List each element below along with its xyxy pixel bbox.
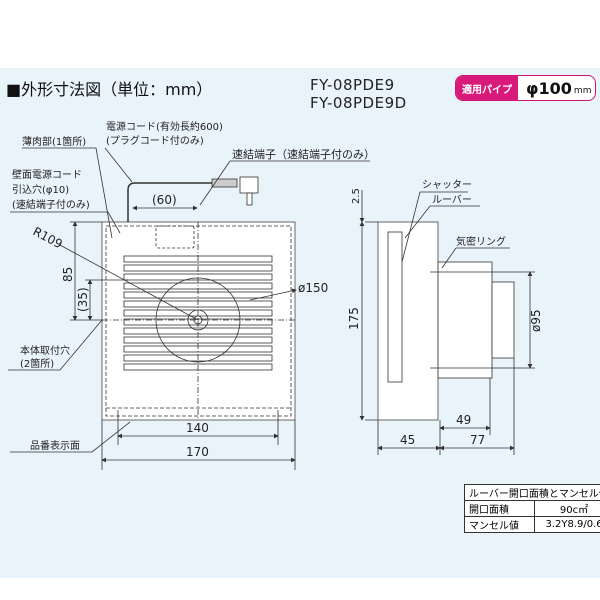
dim-49: 49	[456, 413, 471, 427]
dim-35: (35)	[76, 287, 90, 312]
label-seal-ring: 気密リング	[456, 235, 506, 248]
label-louver: ルーバー	[432, 194, 472, 206]
pipe-label: 適用パイプ	[456, 76, 518, 100]
table-cell: 開口面積	[463, 500, 536, 517]
front-view	[8, 147, 370, 470]
dim-150: ø150	[298, 281, 328, 295]
label-power-cord: 電源コード(有効長約600)	[106, 120, 223, 133]
dim-170: 170	[186, 445, 209, 459]
dim-45: 45	[400, 433, 415, 447]
page-title: ■外形寸法図（単位：mm）	[6, 80, 213, 99]
label-mount-hole: 本体取付穴	[20, 344, 70, 357]
table-header: ルーバー開口面積とマンセル値	[464, 484, 600, 501]
pipe-value: φ100	[526, 78, 572, 98]
label-wall-hole-3: (速結端子付のみ)	[12, 198, 90, 211]
dim-60: (60)	[152, 193, 177, 207]
dim-2-5: 2.5	[351, 188, 362, 204]
label-plug-only: (プラグコード付のみ)	[106, 134, 204, 147]
label-terminal: 速結端子（速結端子付のみ）	[232, 147, 375, 161]
dim-175: 175	[347, 307, 361, 330]
dim-r109: R109	[31, 224, 65, 251]
label-wall-hole-1: 壁面電源コード	[12, 168, 82, 181]
table-cell: 3.2Y8.9/0.6	[534, 516, 600, 533]
dim-85: 85	[61, 267, 75, 282]
label-model-face: 品番表示面	[30, 439, 80, 452]
model-number-1: FY-08PDE9	[310, 76, 395, 94]
label-shutter: シャッター	[422, 179, 472, 191]
label-thin-part: 薄肉部(1箇所)	[22, 135, 86, 148]
dim-95: ø95	[529, 309, 543, 332]
label-wall-hole-2: 引込穴(φ10)	[12, 183, 69, 196]
model-number-2: FY-08PDE9D	[310, 94, 407, 112]
label-mount-count: (2箇所)	[20, 357, 54, 370]
dim-140: 140	[186, 421, 209, 435]
side-view	[359, 190, 535, 455]
dim-77: 77	[470, 433, 485, 447]
table-cell: マンセル値	[463, 516, 536, 533]
pipe-unit: mm	[573, 85, 592, 96]
table-cell: 90c㎡	[534, 500, 600, 517]
